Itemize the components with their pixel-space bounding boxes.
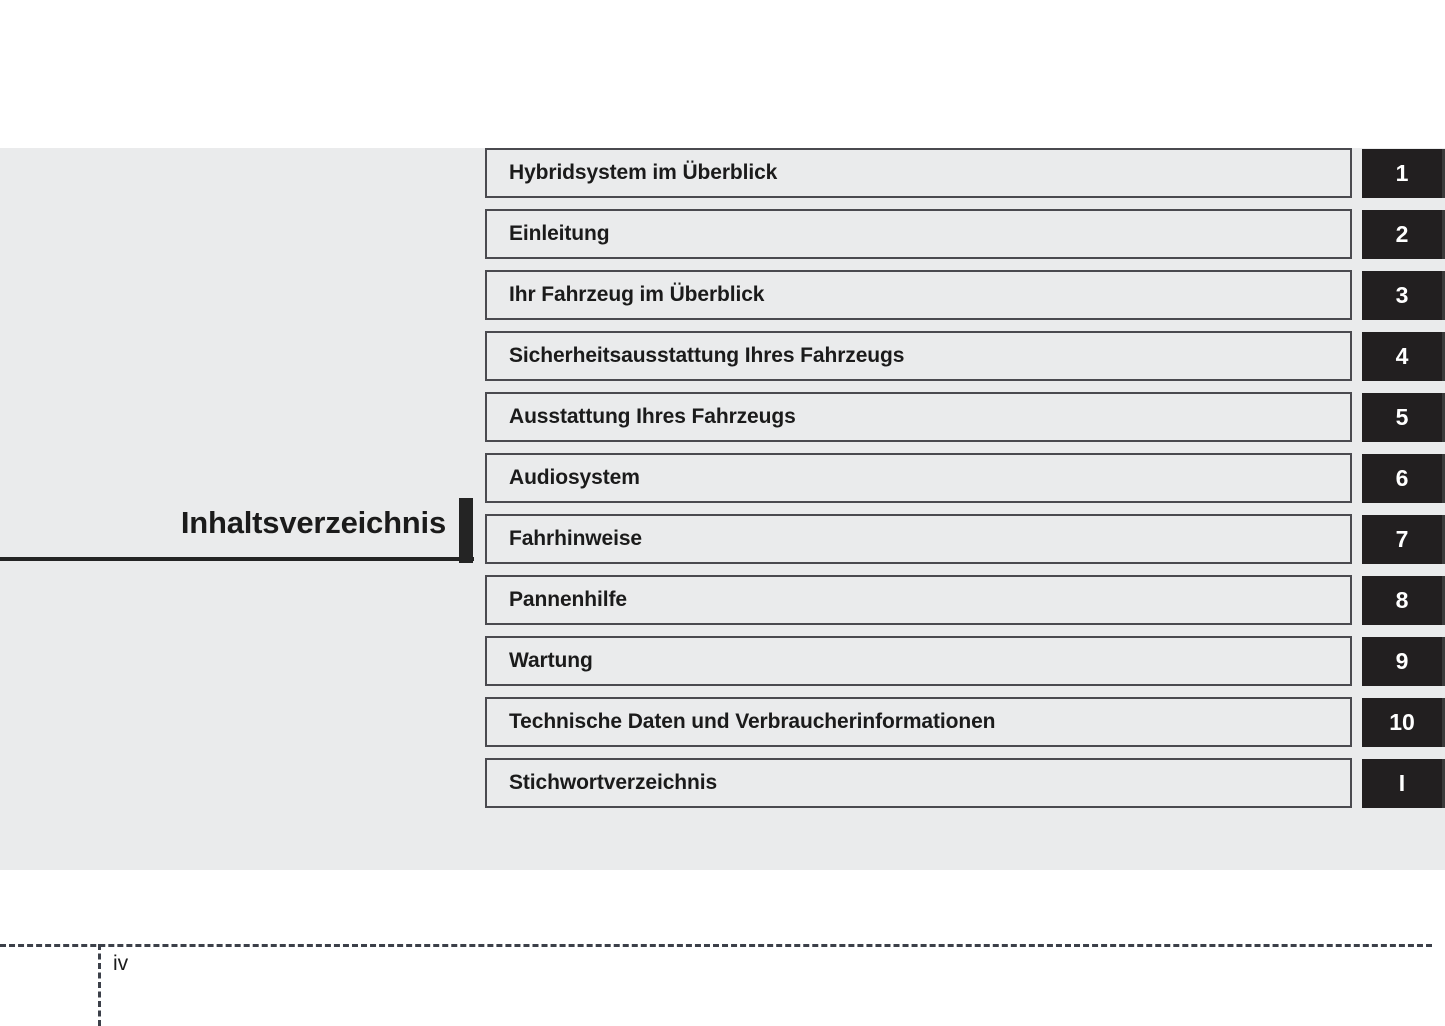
footer-vertical-dashed-rule [98, 944, 101, 1026]
footer-horizontal-dashed-rule [0, 944, 1432, 947]
toc-entry-label: Wartung [509, 649, 593, 672]
chapter-tab[interactable]: 7 [1362, 515, 1445, 564]
toc-entry-label: Technische Daten und Verbraucherinformat… [509, 710, 996, 733]
toc-entry-label: Audiosystem [509, 466, 640, 489]
chapter-tab[interactable]: 10 [1362, 698, 1445, 747]
toc-entry-row[interactable]: Technische Daten und Verbraucherinformat… [485, 697, 1352, 747]
toc-entry-row[interactable]: Audiosystem [485, 453, 1352, 503]
title-underline-rule [0, 557, 474, 561]
toc-entry-row[interactable]: Stichwortverzeichnis [485, 758, 1352, 808]
toc-entry-label: Pannenhilfe [509, 588, 627, 611]
chapter-tab[interactable]: 3 [1362, 271, 1445, 320]
toc-entry-label: Ihr Fahrzeug im Überblick [509, 283, 765, 306]
toc-entry-label: Fahrhinweise [509, 527, 643, 550]
title-accent-bar [459, 498, 473, 563]
toc-entry-row[interactable]: Ihr Fahrzeug im Überblick [485, 270, 1352, 320]
chapter-tab[interactable]: 9 [1362, 637, 1445, 686]
chapter-tab[interactable]: 8 [1362, 576, 1445, 625]
page-background-panel [0, 148, 1445, 870]
toc-entry-row[interactable]: Einleitung [485, 209, 1352, 259]
chapter-tab[interactable]: 6 [1362, 454, 1445, 503]
toc-entry-row[interactable]: Ausstattung Ihres Fahrzeugs [485, 392, 1352, 442]
toc-entry-label: Einleitung [509, 222, 610, 245]
page-title: Inhaltsverzeichnis [180, 505, 446, 540]
toc-entry-row[interactable]: Sicherheitsausstattung Ihres Fahrzeugs [485, 331, 1352, 381]
toc-entry-label: Sicherheitsausstattung Ihres Fahrzeugs [509, 344, 905, 367]
toc-entry-label: Ausstattung Ihres Fahrzeugs [509, 405, 796, 428]
table-of-contents-title-block: Inhaltsverzeichnis [0, 495, 474, 563]
toc-entry-row[interactable]: Wartung [485, 636, 1352, 686]
chapter-tab[interactable]: 1 [1362, 149, 1445, 198]
toc-entry-row[interactable]: Fahrhinweise [485, 514, 1352, 564]
toc-entry-label: Hybridsystem im Überblick [509, 161, 778, 184]
chapter-tab[interactable]: 5 [1362, 393, 1445, 442]
page-number: iv [113, 952, 129, 975]
toc-entry-row[interactable]: Pannenhilfe [485, 575, 1352, 625]
chapter-tab[interactable]: I [1362, 759, 1445, 808]
toc-entry-row[interactable]: Hybridsystem im Überblick [485, 148, 1352, 198]
toc-entry-label: Stichwortverzeichnis [509, 771, 718, 794]
chapter-tab[interactable]: 4 [1362, 332, 1445, 381]
chapter-tab[interactable]: 2 [1362, 210, 1445, 259]
